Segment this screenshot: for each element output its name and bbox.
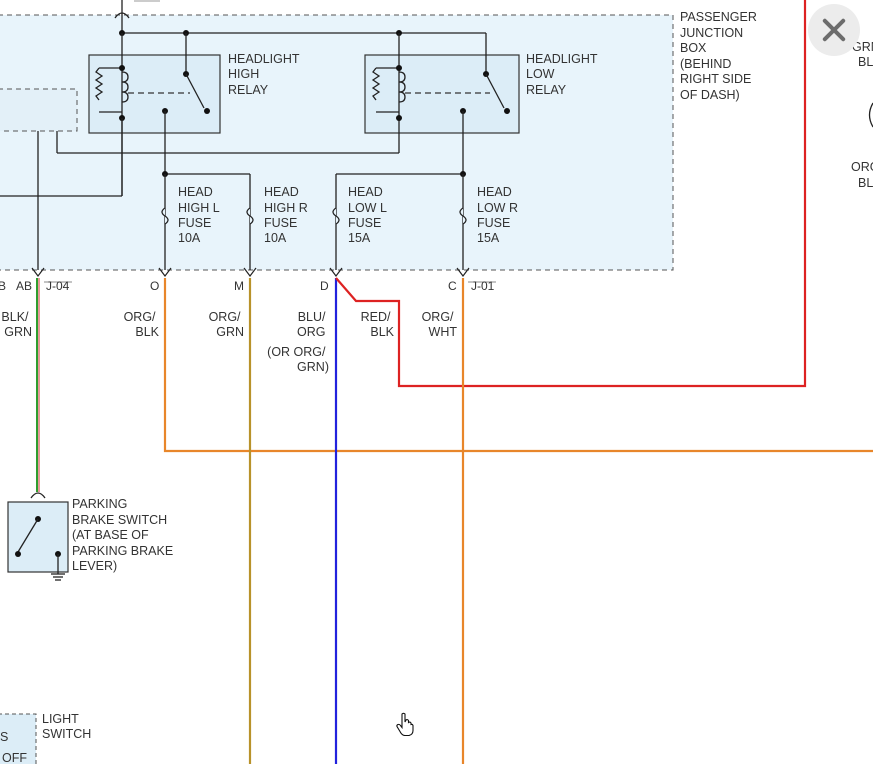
headlight-low-relay <box>364 33 520 174</box>
light-switch <box>0 713 37 764</box>
hand-cursor-icon <box>396 712 414 736</box>
close-button[interactable] <box>808 4 860 56</box>
wire-red-blk <box>335 0 807 388</box>
parking-brake-switch <box>7 492 69 581</box>
wire-org-blk <box>163 278 873 453</box>
headlight-high-relay <box>88 33 221 196</box>
